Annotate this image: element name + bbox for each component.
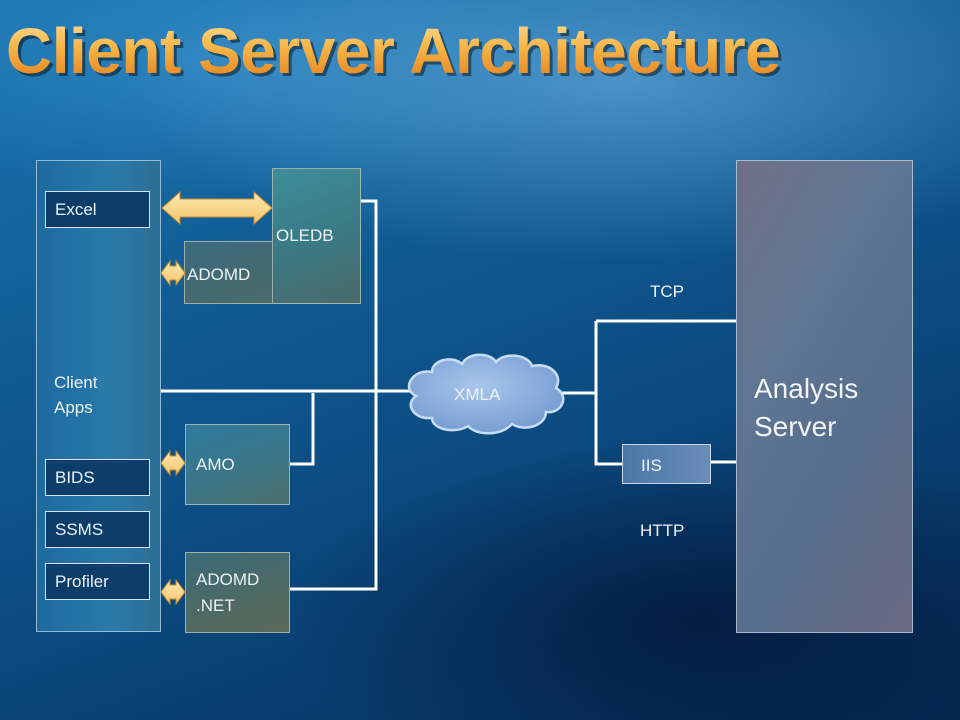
xmla-cloud [407, 353, 565, 435]
client-apps-label-line1: Client [54, 373, 98, 392]
client-apps-panel [36, 160, 161, 632]
analysis-server-label: Analysis Server [754, 370, 858, 446]
oledb-box: OLEDB [272, 168, 361, 304]
analysis-server-panel [736, 160, 913, 633]
oledb-label: OLEDB [276, 226, 334, 245]
amo-connector-line [290, 393, 315, 466]
connector-paths [161, 199, 736, 591]
adomd-box: ADOMD [184, 241, 273, 304]
oledb-bus-line [290, 199, 378, 591]
slide-title: Client Server Architecture [6, 15, 781, 87]
http-label: HTTP [640, 521, 685, 540]
amo-small-arrow [160, 449, 186, 477]
slide-title-shadow: Client Server Architecture [9, 17, 784, 91]
adomd-small-arrow [160, 259, 186, 287]
adomd-net-small-arrow [160, 578, 186, 606]
adomd-net-box: ADOMD .NET [185, 552, 290, 633]
app-profiler: Profiler [45, 563, 150, 600]
app-bids: BIDS [45, 459, 150, 496]
app-excel: Excel [45, 191, 150, 228]
tcp-label: TCP [650, 282, 684, 301]
tcp-http-split-line [594, 321, 622, 466]
client-apps-label: Client Apps [54, 370, 97, 420]
analysis-server-label-line1: Analysis [754, 373, 859, 404]
client-apps-label-line2: Apps [54, 398, 93, 417]
adomd-net-label-line2: .NET [196, 596, 235, 615]
adomd-label: ADOMD [187, 265, 251, 284]
amo-label: AMO [196, 455, 235, 474]
adomd-net-label: ADOMD .NET [196, 567, 259, 619]
xmla-label: XMLA [454, 385, 501, 404]
adomd-net-label-line1: ADOMD [196, 570, 260, 589]
analysis-server-label-line2: Server [754, 411, 837, 442]
app-ssms: SSMS [45, 511, 150, 548]
amo-box: AMO [185, 424, 290, 505]
iis-box: IIS [622, 444, 711, 484]
iis-label: IIS [641, 456, 662, 475]
excel-oledb-double-arrow [161, 190, 273, 226]
